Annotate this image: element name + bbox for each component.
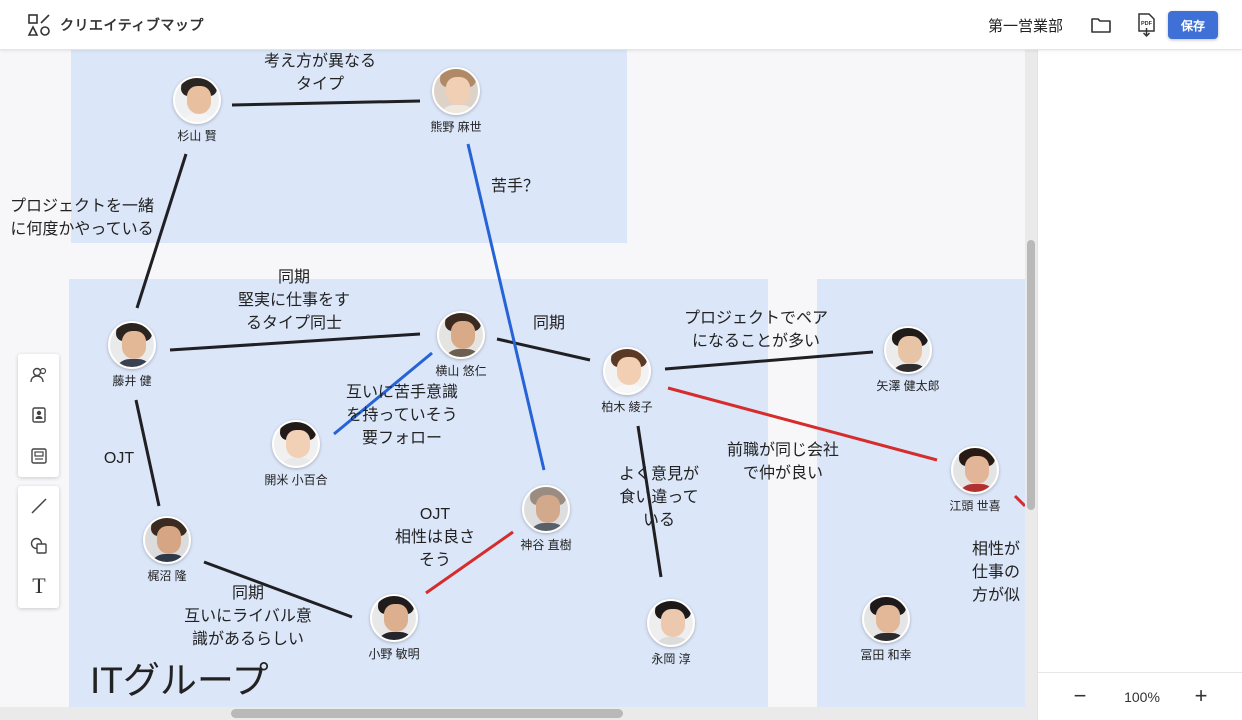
person-node-kashiwagi[interactable]: 柏木 綾子 [577, 347, 677, 415]
person-name: 神谷 直樹 [520, 538, 572, 552]
person-node-tomita[interactable]: 冨田 和幸 [836, 595, 936, 663]
toolbox-draw: T [18, 486, 59, 608]
toolbox-add [18, 354, 59, 477]
person-name: 杉山 賢 [177, 129, 217, 143]
edge-label-fujii-yokoyama[interactable]: 同期 堅実に仕事をす るタイプ同士 [237, 269, 350, 332]
person-name: 熊野 麻世 [430, 120, 482, 134]
person-name: 江頭 世喜 [949, 499, 1001, 513]
edge-ezura-right[interactable] [1013, 494, 1025, 508]
person-node-ono[interactable]: 小野 敏明 [344, 594, 444, 662]
person-node-ezura[interactable]: 江頭 世喜 [925, 446, 1025, 514]
vertical-scrollbar[interactable] [1025, 50, 1037, 707]
shapes-logo-icon [27, 14, 50, 36]
avatar [432, 67, 480, 115]
edge-label-kashiwagi-yazawa[interactable]: プロジェクトでペア になることが多い [683, 310, 828, 350]
avatar [647, 599, 695, 647]
group-area-top[interactable] [71, 50, 627, 243]
avatar [603, 347, 651, 395]
person-node-fujii[interactable]: 藤井 健 [82, 321, 182, 389]
edge-label-sugiyama-fujii[interactable]: プロジェクトを一緒 に何度かやっている [9, 198, 154, 238]
edge-label-kumano-kamiya[interactable]: 苦手？ [490, 178, 539, 195]
folder-icon[interactable] [1089, 13, 1113, 37]
pdf-export-icon[interactable]: PDF [1134, 12, 1158, 38]
person-node-kajinuma[interactable]: 梶沼 隆 [117, 516, 217, 584]
edge-sugiyama-fujii[interactable] [135, 153, 188, 309]
svg-text:PDF: PDF [1141, 21, 1153, 27]
person-name: 藤井 健 [112, 374, 152, 388]
edge-label-fujii-kajinuma[interactable]: OJT [103, 450, 135, 467]
properties-panel: − 100% + [1037, 50, 1242, 720]
edge-label-kashiwagi-nagaoka[interactable]: よく意見が 食い違って いる [618, 466, 699, 529]
edge-label-kashiwagi-ezura[interactable]: 前職が同じ会社 で仲が良い [726, 442, 839, 482]
group-frame-icon[interactable] [26, 443, 52, 469]
edge-fujii-kajinuma[interactable] [134, 399, 161, 507]
edge-kashiwagi-yazawa[interactable] [664, 350, 874, 371]
edge-label-ezura-right[interactable]: 相性が 仕事の 方が似 [972, 541, 1021, 604]
app-title: クリエイティブマップ [60, 17, 204, 33]
avatar [272, 420, 320, 468]
avatar [862, 595, 910, 643]
profile-card-icon[interactable] [26, 402, 52, 428]
person-name: 矢澤 健太郎 [876, 379, 940, 393]
edge-kumano-kamiya[interactable] [466, 143, 546, 471]
relationship-lines [134, 99, 1025, 619]
department-label: 第一営業部 [988, 18, 1064, 35]
horizontal-scrollbar[interactable] [0, 707, 1037, 720]
person-node-kamiya[interactable]: 神谷 直樹 [496, 485, 596, 553]
avatar [173, 76, 221, 124]
map-canvas[interactable]: ITグループ 考え方が異なる タイプ 苦手？ プロジェクトを一緒 に何度かやって… [0, 50, 1025, 707]
avatar [370, 594, 418, 642]
person-name: 冨田 和幸 [860, 648, 912, 662]
edge-label-sugiyama-kumano[interactable]: 考え方が異なる タイプ [263, 53, 376, 93]
edge-kashiwagi-nagaoka[interactable] [636, 425, 663, 578]
edge-label-yokoyama-kashiwagi[interactable]: 同期 [532, 315, 565, 332]
edge-kashiwagi-ezura[interactable] [667, 386, 938, 462]
avatar [437, 311, 485, 359]
edge-yokoyama-kashiwagi[interactable] [496, 337, 591, 362]
edge-label-ono-kamiya[interactable]: OJT 相性は良さ そう [394, 506, 475, 569]
edge-kajinuma-ono[interactable] [203, 560, 353, 619]
person-name: 梶沼 隆 [147, 569, 187, 583]
person-node-nagaoka[interactable]: 永岡 淳 [621, 599, 721, 667]
person-node-sugiyama[interactable]: 杉山 賢 [147, 76, 247, 144]
edge-ono-kamiya[interactable] [425, 530, 514, 595]
save-button[interactable]: 保存 [1168, 11, 1218, 39]
avatar [522, 485, 570, 533]
group-label-it[interactable]: ITグループ [90, 660, 269, 701]
person-name: 永岡 淳 [651, 652, 691, 666]
text-icon[interactable]: T [32, 573, 46, 598]
edge-yokoyama-kaimai[interactable] [333, 351, 433, 436]
person-node-yazawa[interactable]: 矢澤 健太郎 [858, 326, 958, 394]
person-node-kaimai[interactable]: 開米 小百合 [246, 420, 346, 488]
edge-label-kajinuma-ono[interactable]: 同期 互いにライバル意 識があるらしい [184, 585, 312, 648]
zoom-in-button[interactable]: + [1194, 683, 1208, 708]
horizontal-scrollbar-thumb[interactable] [231, 709, 623, 718]
person-name: 横山 悠仁 [435, 364, 487, 378]
zoom-out-button[interactable]: − [1073, 683, 1087, 708]
zoom-level: 100% [1124, 689, 1160, 705]
person-add-icon[interactable] [26, 362, 52, 388]
avatar [951, 446, 999, 494]
edge-sugiyama-kumano[interactable] [231, 99, 421, 107]
avatar [143, 516, 191, 564]
header-bar: クリエイティブマップ 第一営業部 PDF 保存 [0, 0, 1242, 50]
person-name: 小野 敏明 [368, 647, 420, 661]
zoom-control: − 100% + [1038, 672, 1242, 720]
avatar [884, 326, 932, 374]
line-icon[interactable] [26, 493, 52, 519]
vertical-scrollbar-thumb[interactable] [1027, 240, 1035, 510]
person-name: 開米 小百合 [264, 473, 328, 487]
avatar [108, 321, 156, 369]
shapes-icon[interactable] [26, 533, 52, 559]
edge-label-yokoyama-kaimai[interactable]: 互いに苦手意識 を持っていそう 要フォロー [345, 384, 458, 447]
person-name: 柏木 綾子 [601, 400, 653, 414]
person-node-kumano[interactable]: 熊野 麻世 [406, 67, 506, 135]
person-node-yokoyama[interactable]: 横山 悠仁 [411, 311, 511, 379]
edge-fujii-yokoyama[interactable] [169, 332, 421, 352]
